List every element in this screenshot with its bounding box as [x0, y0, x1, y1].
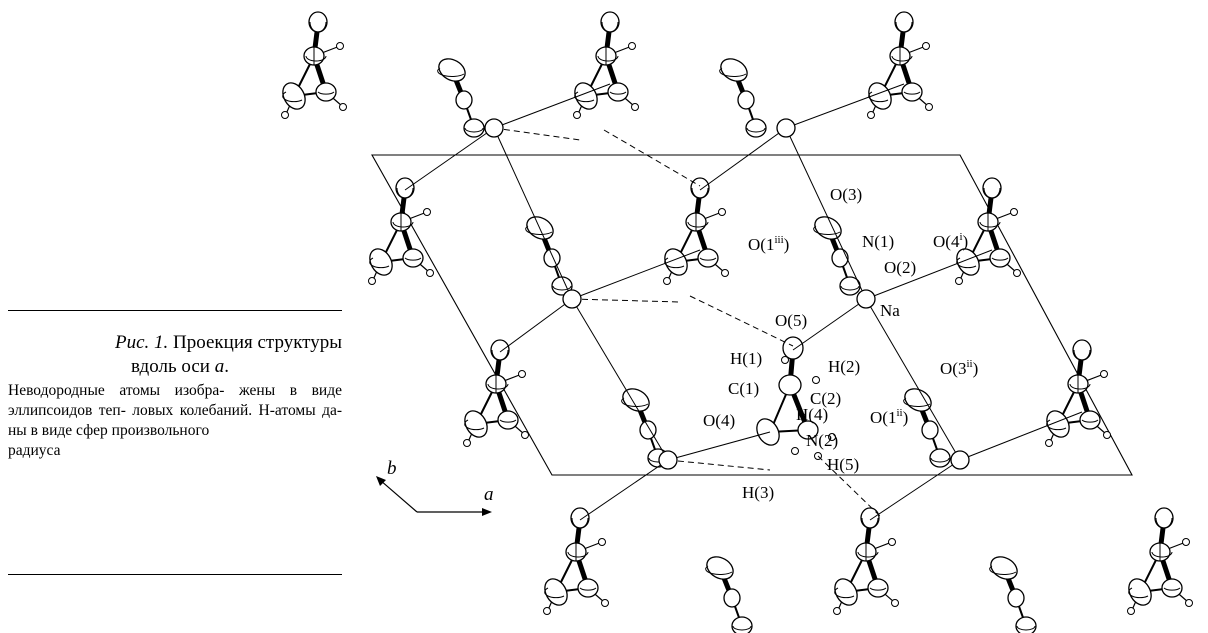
molecule [660, 178, 728, 285]
caption-body-line: жены в виде эллипсоидов теп- [8, 382, 342, 419]
molecule [1124, 508, 1192, 615]
label-o3ii: O(3ii) [940, 358, 978, 378]
molecule [1042, 340, 1110, 447]
caption-body: Неводородные атомы изобра- жены в виде э… [8, 381, 342, 461]
caption-body-line: ловых колебаний. Н-атомы да- [132, 402, 343, 419]
label-h3: H(3) [742, 483, 774, 502]
label-na: Na [880, 301, 900, 320]
caption-body-line: ны в виде сфер произвольного [8, 422, 210, 439]
label-o5: O(5) [775, 311, 807, 330]
label-c1: C(1) [728, 379, 759, 398]
label-o4i: O(4i) [933, 231, 968, 251]
caption-title-line1: Проекция структуры [173, 332, 342, 353]
label-n1: N(1) [862, 232, 894, 251]
coordination-bonds [404, 83, 1083, 521]
label-n2: N(2) [806, 431, 838, 450]
axes-indicator: a b [376, 458, 494, 516]
label-c2: C(2) [810, 389, 841, 408]
caption-title-prefix: вдоль оси [131, 356, 215, 377]
figure-caption: Рис. 1. Проекция структуры вдоль оси a. … [8, 310, 342, 575]
label-h2: H(2) [828, 357, 860, 376]
molecule [864, 12, 932, 119]
caption-bottom-rule [8, 574, 342, 575]
caption-body-line: радиуса [8, 442, 61, 459]
caption-title-line2: вдоль оси a. [8, 355, 342, 379]
molecule [460, 340, 528, 447]
molecule [570, 12, 638, 119]
caption-title: Рис. 1. Проекция структуры [8, 331, 342, 355]
axis-a-label: a [484, 484, 494, 505]
molecule [830, 508, 898, 615]
label-o1ii: O(1ii) [870, 407, 908, 427]
label-o3: O(3) [830, 185, 862, 204]
caption-top-rule [8, 310, 342, 311]
anion-group [703, 552, 752, 633]
atom-labels: O(3) O(1iii) N(1) O(4i) O(2) Na O(5) H(1… [703, 185, 978, 502]
anion-group [987, 552, 1036, 633]
label-o1iii: O(1iii) [748, 234, 789, 254]
anion-group [435, 54, 484, 137]
hydrogen-bonds [493, 127, 881, 517]
anion-group [717, 54, 766, 137]
sodium-atoms [484, 118, 970, 470]
label-h5: H(5) [827, 455, 859, 474]
label-h4: H(4) [796, 405, 828, 424]
molecule [540, 508, 608, 615]
caption-label: Рис. 1. [114, 332, 169, 353]
caption-title-axis: a [214, 356, 225, 377]
central-molecule [756, 336, 836, 460]
label-h1: H(1) [730, 349, 762, 368]
label-o4: O(4) [703, 411, 735, 430]
molecule [365, 178, 433, 285]
anion-group [811, 212, 860, 295]
molecule [278, 12, 346, 119]
unit-cell [371, 154, 1133, 476]
label-o2: O(2) [884, 258, 916, 277]
caption-body-line: Неводородные атомы изобра- [8, 382, 225, 399]
axis-b-label: b [387, 458, 397, 479]
caption-title-suffix: . [224, 356, 229, 377]
